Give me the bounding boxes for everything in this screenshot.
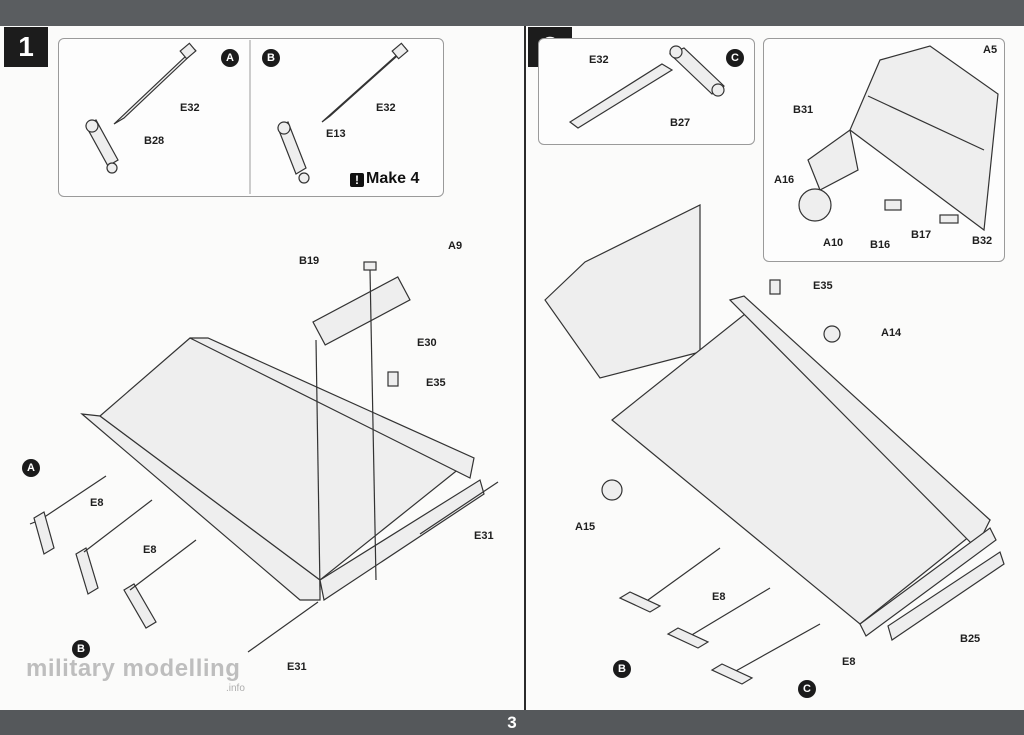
part-e8-4: E8 [842,656,856,668]
callout-b-hull-2: B [613,660,631,678]
part-e31-2: E31 [287,661,307,673]
callout-b-box: B [262,49,280,67]
page-number: 3 [507,713,517,732]
bottom-bar [0,710,1024,735]
callout-a-hull: A [22,459,40,477]
callout-b-hull-1: B [72,640,90,658]
make-4-text: Make 4 [366,170,420,187]
part-b28: B28 [144,135,165,147]
part-b16: B16 [870,239,891,251]
part-e32-a: E32 [180,102,200,114]
part-b31: B31 [793,104,814,116]
part-b32: B32 [972,235,993,247]
part-a16: A16 [774,174,795,186]
part-a5: A5 [983,44,998,56]
part-b27: B27 [670,117,691,129]
part-e35-step1: E35 [426,377,446,389]
part-e8-2: E8 [143,544,157,556]
part-a15: A15 [575,521,596,533]
page-divider [524,26,526,710]
callout-c-box: C [726,49,744,67]
part-e30: E30 [417,337,437,349]
part-a10: A10 [823,237,844,249]
part-b17: B17 [911,229,932,241]
make-4-note: !Make 4 [350,170,419,188]
part-e31-1: E31 [474,530,494,542]
part-a14: A14 [881,327,902,339]
part-b19: B19 [299,255,320,267]
part-e32-b: E32 [376,102,396,114]
part-e35-step2: E35 [813,280,833,292]
part-e32-c: E32 [589,54,609,66]
part-e8-1: E8 [90,497,104,509]
part-e8-3: E8 [712,591,726,603]
callout-a-box: A [221,49,239,67]
watermark-suffix: .info [226,683,245,694]
part-e13: E13 [326,128,346,140]
part-a9: A9 [448,240,463,252]
callout-c-hull: C [798,680,816,698]
part-b25: B25 [960,633,981,645]
top-bar [0,0,1024,26]
watermark-brand: military modelling [26,655,241,682]
step-1-number: 1 [4,27,48,67]
